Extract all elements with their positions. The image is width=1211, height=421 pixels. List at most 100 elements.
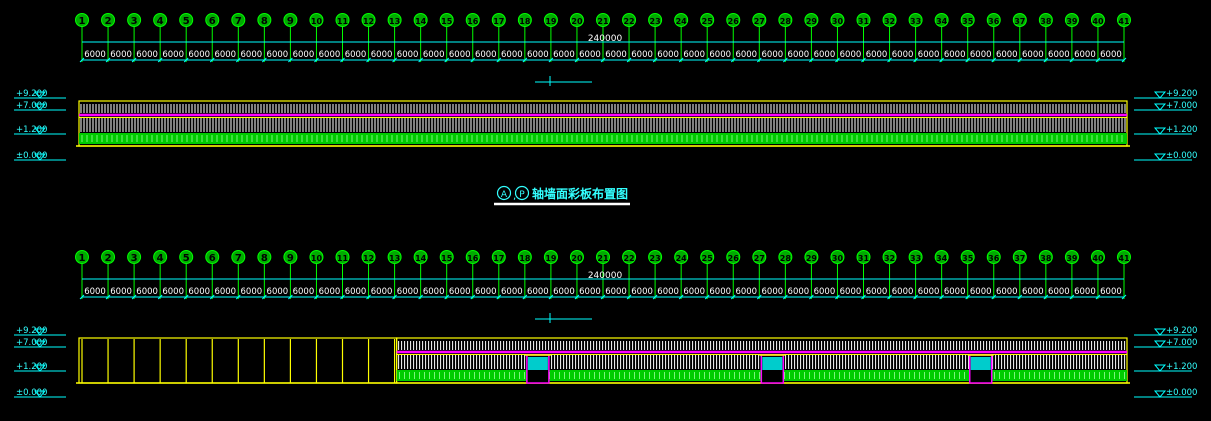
axis-label: 15 (441, 254, 453, 263)
bay-dimension-text: 6000 (709, 50, 731, 60)
axis-bubble (361, 13, 376, 27)
axis-bubble (934, 13, 949, 27)
level-label-right: ±0.000 (1166, 151, 1197, 161)
bay-dimension-text: 6000 (501, 287, 523, 297)
bay-dimension-text: 6000 (944, 287, 966, 297)
axis-bubble (908, 250, 923, 264)
axis-label: 41 (1118, 17, 1130, 26)
bay-dimension-text: 6000 (319, 50, 341, 60)
axis-bubble (1090, 250, 1105, 264)
axis-bubble (335, 13, 350, 27)
dimension-tick (418, 57, 424, 63)
axis-bubble (752, 250, 767, 264)
axis-label: 19 (545, 254, 557, 263)
level-triangle-left (33, 364, 47, 372)
dimension-tick (183, 57, 189, 63)
bay-dimension-text: 6000 (1022, 50, 1044, 60)
axis-bubble (75, 13, 89, 27)
axis-bubble (700, 13, 715, 27)
dimension-tick (835, 57, 840, 63)
axis-bubble (205, 250, 220, 264)
panel-stripes (80, 104, 1126, 132)
axis-bubble (179, 13, 194, 27)
bay-dimension-text: 6000 (1074, 287, 1096, 297)
axis-label: 8 (261, 253, 268, 264)
dimension-tick (418, 294, 424, 300)
axis-bubble (205, 13, 220, 27)
axis-bubble (517, 13, 532, 27)
dimension-tick (548, 294, 554, 300)
axis-bubble (465, 13, 480, 27)
axis-bubble (257, 250, 272, 264)
bay-dimension-text: 6000 (475, 50, 497, 60)
bay-dimension-text: 6000 (892, 287, 914, 297)
level-triangle-left (33, 328, 47, 336)
level-triangle-right (1153, 153, 1167, 161)
dimension-tick (626, 294, 632, 300)
axis-bubble (283, 250, 298, 264)
bay-dimension-text: 6000 (1048, 50, 1070, 60)
door-panel (970, 357, 991, 370)
bay-dimension-text: 6000 (397, 287, 419, 297)
axis-label: 39 (1066, 17, 1078, 26)
axis-label: 36 (988, 254, 1000, 263)
dimension-tick (79, 57, 85, 63)
axis-bubble (1012, 13, 1027, 27)
dimension-tick (366, 57, 371, 63)
axis-bubble (1038, 13, 1053, 27)
bay-dimension-text: 6000 (657, 50, 679, 60)
axis-label: 1 (79, 16, 86, 27)
level-triangle-right (1153, 328, 1167, 336)
bay-dimension-text: 6000 (397, 50, 419, 60)
level-label-right: +1.200 (1166, 125, 1197, 135)
dimension-tick (340, 57, 345, 63)
bay-dimension-text: 6000 (866, 287, 888, 297)
dimension-tick (1069, 294, 1075, 300)
bay-dimension-text: 6000 (241, 287, 263, 297)
axis-bubble (700, 250, 715, 264)
bay-dimension-text: 6000 (918, 50, 940, 60)
axis-label: 25 (702, 254, 714, 263)
axis-label: 17 (493, 17, 504, 26)
dimension-tick (730, 57, 736, 63)
axis-label: 12 (363, 17, 374, 26)
bay-dimension-text: 6000 (683, 287, 705, 297)
dimension-tick (600, 294, 606, 300)
level-label-left: +1.200 (16, 125, 47, 135)
dimension-tick (913, 294, 918, 300)
axis-label: 24 (676, 254, 688, 263)
bay-dimension-text: 6000 (683, 50, 705, 60)
dimension-tick (887, 57, 892, 63)
level-triangle-left (33, 127, 47, 135)
bay-dimension-text: 6000 (423, 287, 445, 297)
level-label-right: +9.200 (1166, 89, 1197, 99)
bay-dimension-text: 6000 (814, 50, 836, 60)
level-triangle-right (1153, 127, 1167, 135)
dimension-tick (1043, 57, 1049, 63)
dimension-tick (652, 294, 658, 300)
dimension-tick (209, 57, 215, 63)
axis-bubble (1117, 250, 1131, 264)
axis-bubble (361, 250, 376, 264)
bay-dimension-text: 6000 (84, 50, 106, 60)
dimension-tick (678, 57, 684, 63)
bay-dimension-text: 6000 (1074, 50, 1096, 60)
drawing-title: A , P 轴墙面彩板布置图 (494, 185, 630, 206)
axis-label: 26 (728, 254, 740, 263)
level-triangle-left (33, 103, 47, 111)
dimension-tick (861, 57, 866, 63)
axis-label: 7 (235, 16, 242, 27)
bay-dimension-text: 6000 (866, 50, 888, 60)
dimension-tick (1121, 294, 1127, 300)
axis-label: 31 (858, 17, 870, 26)
axis-label: 16 (467, 254, 479, 263)
bay-dimension-text: 6000 (788, 287, 810, 297)
axis-label: 5 (183, 253, 190, 264)
dimension-tick (288, 57, 293, 63)
panel-stripes (398, 341, 1126, 369)
axis-label: 37 (1014, 254, 1025, 263)
bay-dimension-text: 6000 (553, 50, 575, 60)
axis-label: 3 (131, 253, 138, 264)
axis-label: 22 (623, 17, 634, 26)
bay-dimension-text: 6000 (293, 287, 315, 297)
